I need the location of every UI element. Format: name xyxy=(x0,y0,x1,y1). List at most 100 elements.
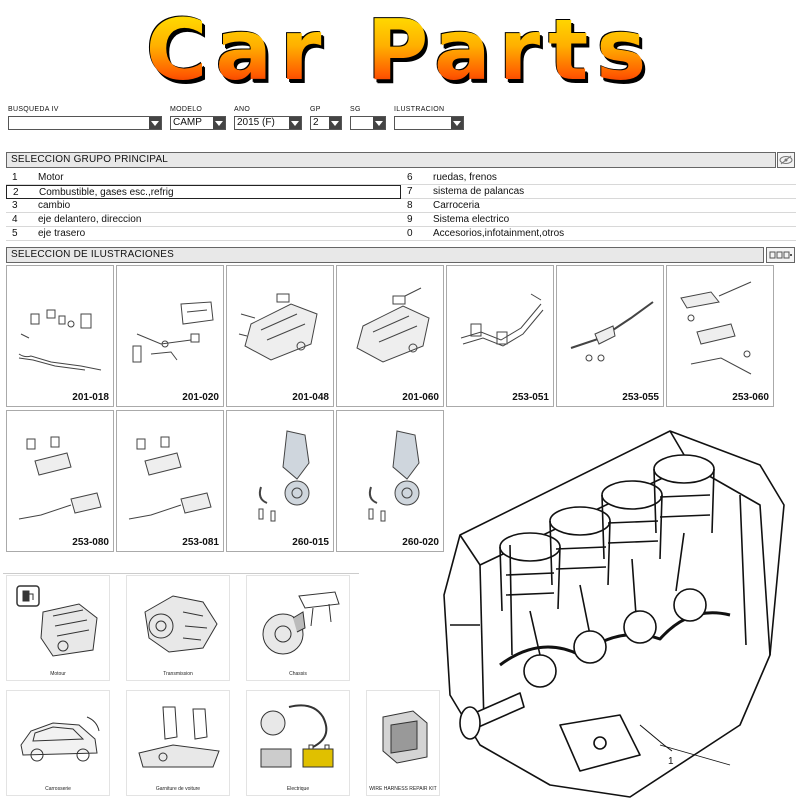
exhaust-manifold-diagram-icon xyxy=(460,293,544,347)
group-num: 9 xyxy=(407,214,413,225)
sg-select[interactable] xyxy=(350,116,386,130)
group-num: 7 xyxy=(407,186,413,197)
fuel-line-diagram-icon xyxy=(18,309,102,371)
illustration-number: 253-051 xyxy=(512,392,549,403)
dropdown-arrow-icon[interactable] xyxy=(289,117,301,129)
group-num: 1 xyxy=(12,172,18,183)
category-panel: Motour Transmission Chassis Carrosserie … xyxy=(0,557,440,800)
dropdown-arrow-icon[interactable] xyxy=(149,117,161,129)
modelo-select[interactable]: CAMP xyxy=(170,116,226,130)
illustration-thumb[interactable]: 253-051 xyxy=(446,265,554,407)
group-num: 5 xyxy=(12,228,18,239)
group-num: 2 xyxy=(13,187,19,198)
ac-compressor-diagram-icon xyxy=(368,430,420,522)
ilustracion-select[interactable] xyxy=(394,116,464,130)
select-value: 2 xyxy=(313,117,319,128)
busqueda-select[interactable] xyxy=(8,116,162,130)
hide-section-button[interactable] xyxy=(777,152,795,168)
illustration-thumb[interactable]: 260-020 xyxy=(336,410,444,552)
filter-label: ANO xyxy=(234,106,251,113)
category-caption: Carrosserie xyxy=(45,786,71,792)
illustration-thumb[interactable]: 201-048 xyxy=(226,265,334,407)
group-item-combustible[interactable]: 2 Combustible, gases esc.,refrig xyxy=(6,185,401,199)
filter-ilustracion: ILUSTRACION xyxy=(394,106,464,130)
transmission-icon xyxy=(144,595,218,653)
category-caption: Transmission xyxy=(163,671,193,677)
filter-label: ILUSTRACION xyxy=(394,106,445,113)
filter-gp: GP 2 xyxy=(310,106,342,130)
main-group-header: SELECCION GRUPO PRINCIPAL xyxy=(6,152,776,168)
select-value xyxy=(9,117,149,129)
filter-busqueda: BUSQUEDA IV xyxy=(8,106,162,130)
ac-compressor-diagram-icon xyxy=(258,430,310,522)
category-search[interactable] xyxy=(3,563,359,574)
connector-icon xyxy=(382,710,428,764)
illustration-number: 253-055 xyxy=(622,392,659,403)
category-caption: Garniture de voiture xyxy=(155,786,201,792)
brake-disc-icon xyxy=(262,591,340,655)
illustration-number: 201-018 xyxy=(72,392,109,403)
group-num: 8 xyxy=(407,200,413,211)
callout-number: 1 xyxy=(668,756,674,767)
muffler-diagram-icon xyxy=(18,436,102,520)
illustration-thumb[interactable]: 253-080 xyxy=(6,410,114,552)
illustration-thumb[interactable]: 260-015 xyxy=(226,410,334,552)
illustration-number: 201-048 xyxy=(292,392,329,403)
filter-label: BUSQUEDA IV xyxy=(8,106,59,113)
fuel-tank-diagram-icon xyxy=(238,293,318,361)
dropdown-arrow-icon[interactable] xyxy=(213,117,225,129)
category-card-transmission[interactable]: Transmission xyxy=(126,575,230,681)
category-card-electrique[interactable]: Electrique xyxy=(246,690,350,796)
group-num: 4 xyxy=(12,214,18,225)
gp-select[interactable]: 2 xyxy=(310,116,342,130)
grid-view-icon xyxy=(769,251,792,259)
exhaust-system-diagram-icon xyxy=(680,281,752,375)
fuel-tank-diagram-icon xyxy=(356,287,430,363)
illustration-thumb[interactable]: 201-020 xyxy=(116,265,224,407)
group-item-electrico[interactable]: 9 Sistema electrico xyxy=(401,213,796,227)
illustration-thumb[interactable]: 201-060 xyxy=(336,265,444,407)
illustration-thumb[interactable]: 253-060 xyxy=(666,265,774,407)
select-value: CAMP xyxy=(173,117,202,128)
illustration-number: 260-020 xyxy=(402,537,439,548)
category-card-wire-harness[interactable]: WIRE HARNESS REPAIR KIT xyxy=(366,690,440,796)
illustration-number: 253-081 xyxy=(182,537,219,548)
category-card-chassis[interactable]: Chassis xyxy=(246,575,350,681)
category-caption: Electrique xyxy=(286,786,310,792)
ano-select[interactable]: 2015 (F) xyxy=(234,116,302,130)
illustration-thumb[interactable]: 253-055 xyxy=(556,265,664,407)
filter-bar: BUSQUEDA IV MODELO CAMP ANO 2015 (F) GP … xyxy=(8,106,464,130)
select-value xyxy=(395,117,451,129)
group-item-motor[interactable]: 1 Motor xyxy=(6,171,401,185)
illustration-thumb[interactable]: 201-018 xyxy=(6,265,114,407)
category-card-motour[interactable]: Motour xyxy=(6,575,110,681)
illustration-thumb[interactable]: 253-081 xyxy=(116,410,224,552)
illustration-number: 201-060 xyxy=(402,392,439,403)
select-value xyxy=(351,117,373,129)
group-label: eje delantero, direccion xyxy=(38,214,142,225)
dropdown-arrow-icon[interactable] xyxy=(373,117,385,129)
group-label: Motor xyxy=(38,172,64,183)
group-item-eje-delantero[interactable]: 4 eje delantero, direccion xyxy=(6,213,401,227)
filter-sg: SG xyxy=(350,106,386,130)
group-item-eje-trasero[interactable]: 5 eje trasero xyxy=(6,227,401,241)
category-card-carrosserie[interactable]: Carrosserie xyxy=(6,690,110,796)
dropdown-arrow-icon[interactable] xyxy=(451,117,463,129)
dropdown-arrow-icon[interactable] xyxy=(329,117,341,129)
view-toggle-button[interactable] xyxy=(766,247,795,263)
category-card-garniture[interactable]: Garniture de voiture xyxy=(126,690,230,796)
electrical-parts-icon xyxy=(260,704,334,768)
group-label: Sistema electrico xyxy=(433,214,510,225)
group-num: 3 xyxy=(12,200,18,211)
group-num: 6 xyxy=(407,172,413,183)
group-label: eje trasero xyxy=(38,228,86,239)
category-caption: Motour xyxy=(50,671,66,677)
group-label: Combustible, gases esc.,refrig xyxy=(39,187,174,198)
filter-modelo: MODELO CAMP xyxy=(170,106,226,130)
group-item-cambio[interactable]: 3 cambio xyxy=(6,199,401,213)
group-label: cambio xyxy=(38,200,71,211)
